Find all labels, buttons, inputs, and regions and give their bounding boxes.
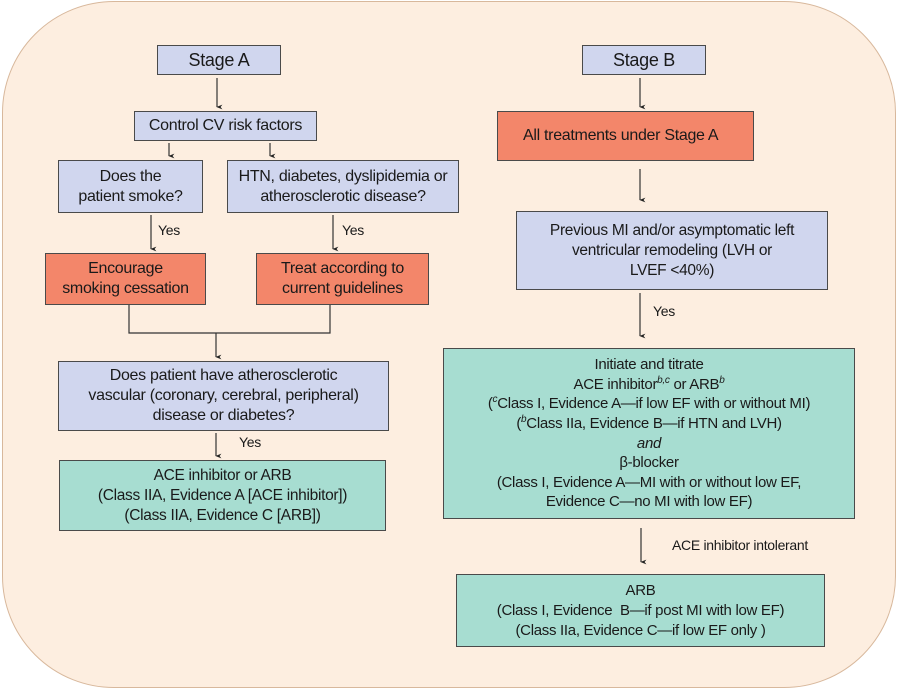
encourage-line: smoking cessation <box>62 280 189 297</box>
vascular-yes-label: Yes <box>239 434 261 450</box>
class-iia-text: Class IIa, Evidence B—if HTN and LVH) <box>526 414 782 432</box>
all-treatments-box: All treatments under Stage A <box>497 111 754 161</box>
footnote-marker: c <box>492 394 498 406</box>
control-cv-box: Control CV risk factors <box>134 111 317 141</box>
initiate-line: (Class I, Evidence A—MI with or without … <box>496 473 802 491</box>
stage-a-treatment-box: ACE inhibitor or ARB (Class IIA, Evidenc… <box>59 460 386 531</box>
encourage-line: Encourage <box>88 260 163 277</box>
treat-line: Treat according to <box>281 260 404 277</box>
all-treatments-text: All treatments under Stage A <box>523 127 719 144</box>
stage-a-treatment-line: ACE inhibitor or ARB <box>153 466 292 484</box>
vascular-question-box: Does patient have atherosclerotic vascul… <box>58 361 389 431</box>
htn-yes-label: Yes <box>342 222 364 238</box>
class-i-text: Class I, Evidence A—if low EF with or wi… <box>497 395 811 413</box>
smoke-question-line: patient smoke? <box>78 187 183 205</box>
or-arb-text: or ARB <box>669 375 720 393</box>
initiate-line: β-blocker <box>619 454 679 472</box>
smoke-question-box: Does the patient smoke? <box>58 160 203 213</box>
encourage-cessation-box: Encourage smoking cessation <box>45 253 206 305</box>
stage-a-box: Stage A <box>157 45 281 75</box>
htn-question-line: HTN, diabetes, dyslipidemia or <box>238 167 448 185</box>
stage-a-treatment-line: (Class IIA, Evidence A [ACE inhibitor]) <box>97 486 348 504</box>
htn-question-line: atherosclerotic disease? <box>260 187 426 205</box>
arb-line: ARB <box>625 581 656 599</box>
stage-a-treatment-line: (Class IIA, Evidence C [ARB]) <box>124 506 321 524</box>
ace-intolerant-label: ACE inhibitor intolerant <box>672 537 808 553</box>
stage-a-title: Stage A <box>188 50 250 70</box>
treat-line: current guidelines <box>282 280 403 297</box>
smoke-yes-label: Yes <box>158 222 180 238</box>
arb-line: (Class IIa, Evidence C—if low EF only ) <box>515 621 766 639</box>
treat-guidelines-box: Treat according to current guidelines <box>256 253 429 305</box>
vascular-question-line: disease or diabetes? <box>152 407 295 424</box>
previous-mi-yes-label: Yes <box>653 303 675 319</box>
initiate-line: ACE inhibitorb,c or ARBb <box>574 375 725 395</box>
previous-mi-line: ventricular remodeling (LVH or <box>571 241 773 259</box>
initiate-line: (bClass IIa, Evidence B—if HTN and LVH) <box>516 413 782 432</box>
vascular-question-line: vascular (coronary, cerebral, peripheral… <box>88 387 359 404</box>
arb-line: (Class I, Evidence B—if post MI with low… <box>496 601 785 619</box>
vascular-question-line: Does patient have atherosclerotic <box>109 367 338 384</box>
initiate-line: Initiate and titrate <box>594 356 704 374</box>
footnote-marker: b <box>521 413 527 425</box>
htn-question-box: HTN, diabetes, dyslipidemia or atheroscl… <box>227 160 459 213</box>
stage-b-box: Stage B <box>582 45 706 75</box>
footnote-marker: b <box>719 374 725 386</box>
previous-mi-line: Previous MI and/or asymptomatic left <box>549 221 795 239</box>
initiate-line: and <box>636 434 662 452</box>
previous-mi-line: LVEF <40%) <box>629 261 715 279</box>
smoke-question-line: Does the <box>99 167 162 185</box>
arb-box: ARB (Class I, Evidence B—if post MI with… <box>456 574 825 647</box>
footnote-marker: b,c <box>657 374 670 386</box>
ace-inhibitor-text: ACE inhibitor <box>573 375 658 393</box>
initiate-line: Evidence C—no MI with low EF) <box>545 493 753 511</box>
previous-mi-box: Previous MI and/or asymptomatic left ven… <box>516 211 828 290</box>
stage-b-title: Stage B <box>613 50 675 70</box>
control-cv-text: Control CV risk factors <box>148 117 303 134</box>
initiate-titrate-box: Initiate and titrate ACE inhibitorb,c or… <box>443 348 855 519</box>
initiate-line: (cClass I, Evidence A—if low EF with or … <box>487 394 811 413</box>
